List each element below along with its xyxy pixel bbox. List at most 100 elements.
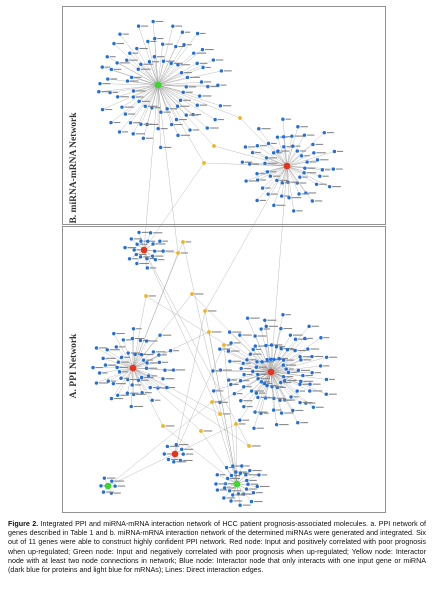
blue-interactor-node [262, 381, 267, 386]
node-label-mark [305, 374, 313, 377]
blue-interactor-node [146, 239, 150, 243]
node-label-mark [115, 383, 126, 385]
node-label-mark [106, 477, 116, 479]
node-label-mark [104, 66, 111, 68]
interaction-edge [270, 371, 293, 411]
interaction-edge [270, 357, 327, 373]
node-label-mark [134, 384, 142, 386]
node-label-mark [322, 175, 329, 177]
yellow-interactor-node [218, 412, 222, 416]
node-label-mark [279, 179, 288, 181]
node-label-mark [260, 373, 268, 375]
node-label-mark [308, 192, 317, 194]
blue-interactor-node [216, 83, 220, 87]
node-label-mark [312, 383, 321, 385]
interaction-edge [126, 60, 159, 86]
node-label-mark [218, 483, 227, 485]
blue-interactor-node [134, 252, 139, 257]
blue-interactor-node [91, 365, 95, 370]
blue-interactor-node [129, 404, 133, 409]
node-label-mark [207, 310, 217, 312]
node-label-mark [307, 134, 315, 136]
node-label-mark [156, 351, 166, 353]
blue-interactor-node [229, 341, 233, 345]
node-label-mark [132, 258, 139, 260]
blue-interactor-node [131, 89, 136, 93]
node-label-mark [95, 367, 103, 369]
interaction-edge [174, 344, 225, 455]
blue-interactor-node [100, 65, 104, 69]
blue-interactor-node [213, 117, 217, 122]
node-label-mark [154, 399, 161, 401]
interaction-edge [127, 367, 134, 394]
node-label-mark [205, 66, 211, 68]
blue-interactor-node [161, 249, 165, 253]
interaction-edge [130, 84, 159, 123]
interaction-edge [270, 365, 321, 373]
node-label-mark [151, 375, 157, 377]
node-label-mark [303, 359, 312, 361]
blue-interactor-node [254, 391, 259, 395]
blue-interactor-node [298, 175, 302, 179]
interaction-edge [286, 159, 318, 167]
node-label-mark [284, 182, 291, 184]
yellow-interactor-node [234, 422, 238, 426]
node-label-mark [314, 200, 323, 202]
yellow-interactor-node [144, 294, 148, 298]
node-label-mark [304, 155, 310, 157]
node-label-mark [244, 465, 250, 467]
node-label-mark [267, 319, 277, 321]
blue-interactor-node [234, 470, 238, 474]
blue-interactor-node [241, 361, 245, 365]
node-label-mark [105, 357, 116, 359]
node-label-mark [256, 492, 263, 494]
interaction-edge [270, 356, 301, 373]
node-label-mark [161, 354, 167, 356]
node-label-mark [259, 199, 267, 201]
cross-panel-edge [270, 165, 288, 373]
interaction-edge [257, 165, 288, 181]
node-label-mark [125, 339, 132, 341]
blue-interactor-node [112, 41, 116, 46]
blue-interactor-node [151, 19, 155, 24]
interaction-edge [262, 165, 288, 189]
interaction-edge [270, 371, 292, 398]
node-label-mark [143, 123, 153, 125]
node-label-mark [323, 337, 330, 339]
blue-interactor-node [114, 345, 118, 349]
node-label-mark [268, 325, 278, 327]
node-label-mark [270, 193, 278, 195]
blue-interactor-node [229, 473, 234, 478]
blue-interactor-node [98, 81, 102, 86]
node-label-mark [223, 70, 232, 72]
interaction-edge [203, 162, 288, 167]
blue-interactor-node [308, 389, 312, 393]
node-label-mark [276, 409, 282, 411]
blue-interactor-node [219, 69, 224, 73]
blue-interactor-node [257, 473, 261, 477]
interaction-edge [268, 143, 288, 167]
cross-panel-edge [143, 84, 159, 251]
blue-interactor-node [282, 358, 286, 362]
blue-interactor-node [299, 154, 304, 158]
node-label-mark [202, 95, 212, 97]
red-input-node [171, 450, 179, 458]
yellow-interactor-node [212, 144, 216, 148]
node-label-mark [314, 355, 324, 358]
blue-interactor-node [212, 389, 216, 393]
interaction-edge [132, 367, 174, 371]
blue-interactor-node [281, 363, 286, 367]
interaction-edge [239, 371, 272, 421]
blue-interactor-node [266, 141, 271, 146]
blue-interactor-node [215, 488, 220, 492]
node-label-mark [243, 400, 253, 402]
yellow-interactor-node [247, 444, 251, 448]
node-label-mark [130, 80, 139, 82]
interaction-edge [157, 84, 241, 119]
node-label-mark [264, 361, 274, 363]
node-label-mark [236, 393, 243, 395]
node-label-mark [314, 372, 322, 374]
blue-interactor-node [161, 377, 165, 381]
node-label-mark [171, 458, 179, 460]
blue-interactor-node [165, 107, 169, 111]
